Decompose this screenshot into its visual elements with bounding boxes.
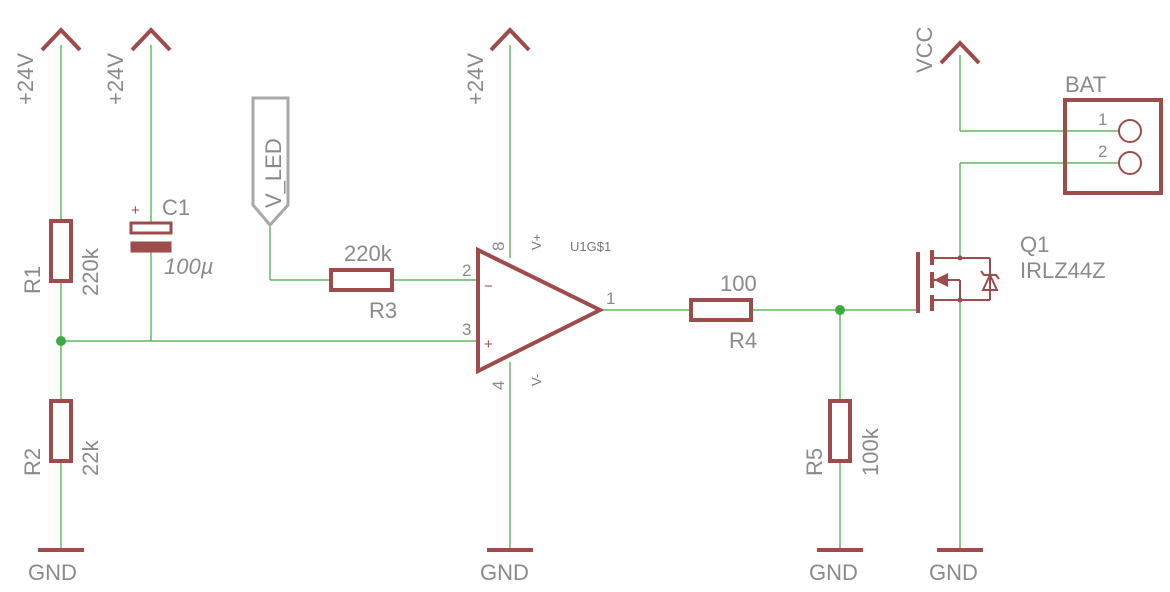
svg-text:GND: GND	[28, 560, 77, 585]
ground-symbol: GND	[28, 548, 84, 585]
capacitor-c1: + C1 100µ	[129, 195, 213, 279]
svg-text:R5: R5	[802, 448, 827, 476]
svg-text:IRLZ44Z: IRLZ44Z	[1020, 258, 1106, 283]
svg-text:8: 8	[489, 242, 508, 251]
resistor-r1: R1 220k	[20, 219, 103, 296]
svg-text:+: +	[131, 202, 140, 219]
svg-text:22k: 22k	[78, 440, 103, 476]
ground-symbol: GND	[809, 548, 863, 585]
svg-text:V+: V+	[529, 234, 544, 250]
svg-text:100µ: 100µ	[164, 254, 213, 279]
ground-symbol: GND	[929, 548, 983, 585]
resistor-r3: 220k R3	[329, 241, 397, 323]
net-label-vled: V_LED	[251, 96, 290, 228]
svg-text:+24V: +24V	[13, 53, 38, 105]
svg-text:+24V: +24V	[463, 53, 488, 105]
svg-text:220k: 220k	[344, 241, 393, 266]
svg-text:GND: GND	[480, 560, 529, 585]
svg-text:1: 1	[606, 289, 615, 308]
svg-text:BAT: BAT	[1065, 72, 1106, 97]
junction-dot	[835, 305, 845, 315]
supply-arrow-24v-2: +24V	[103, 27, 172, 105]
svg-text:220k: 220k	[78, 247, 103, 296]
ground-symbol: GND	[480, 548, 533, 585]
svg-text:GND: GND	[929, 560, 978, 585]
svg-text:R1: R1	[20, 266, 45, 294]
svg-text:−: −	[484, 278, 493, 295]
svg-text:R2: R2	[20, 448, 45, 476]
svg-text:C1: C1	[162, 195, 190, 220]
svg-text:2: 2	[1098, 142, 1107, 161]
svg-text:U1G$1: U1G$1	[570, 239, 611, 254]
svg-text:GND: GND	[809, 560, 858, 585]
wires	[60, 45, 1120, 548]
svg-text:V-: V-	[529, 374, 544, 386]
supply-arrow-24v-1: +24V	[13, 27, 82, 105]
svg-text:100: 100	[720, 271, 757, 296]
resistor-r2: R2 22k	[20, 399, 103, 476]
svg-text:V_LED: V_LED	[261, 138, 286, 208]
resistor-r4: 100 R4	[689, 271, 757, 353]
svg-text:R3: R3	[369, 298, 397, 323]
resistor-r5: R5 100k	[802, 399, 883, 476]
svg-text:+24V: +24V	[103, 53, 128, 105]
connector-bat: BAT 1 2	[1063, 72, 1163, 195]
svg-text:Q1: Q1	[1020, 232, 1049, 257]
supply-arrow-vcc: VCC	[912, 26, 981, 73]
svg-text:VCC: VCC	[912, 26, 937, 73]
mosfet-q1: Q1 IRLZ44Z	[916, 232, 1106, 313]
supply-arrow-24v-3: +24V	[463, 27, 531, 105]
svg-text:R4: R4	[729, 328, 757, 353]
svg-text:100k: 100k	[858, 427, 883, 476]
svg-text:4: 4	[489, 381, 508, 390]
opamp-u1: − + 2 3 1 8 4 V+ V- U1G$1	[462, 234, 615, 390]
svg-text:3: 3	[462, 320, 471, 339]
svg-text:2: 2	[462, 261, 471, 280]
svg-text:1: 1	[1098, 110, 1107, 129]
junction-dot	[56, 336, 66, 346]
svg-text:+: +	[484, 336, 493, 353]
